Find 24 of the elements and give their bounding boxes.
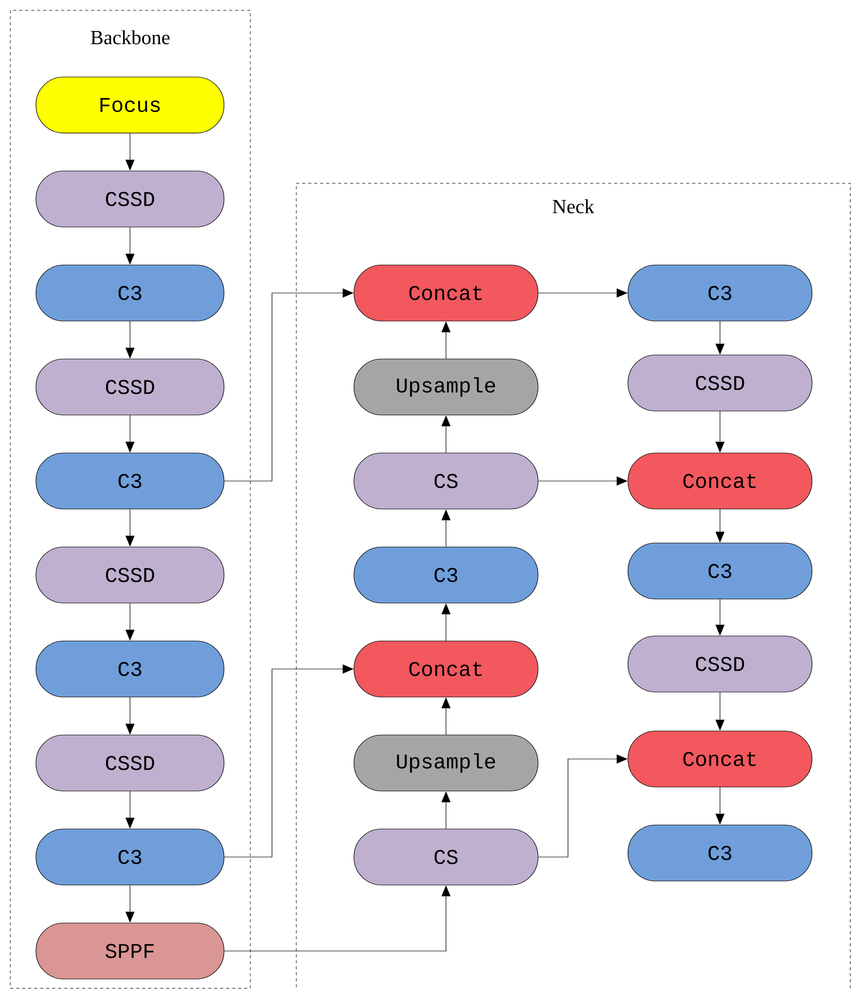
process-box: SPPF [36, 922, 224, 980]
process-box: Focus [36, 76, 224, 134]
process-box: C3 [628, 264, 812, 322]
process-box: CSSD [36, 358, 224, 416]
process-box: CSSD [628, 636, 812, 692]
process-box: CSSD [628, 354, 812, 412]
process-box: C3 [354, 546, 538, 604]
process-box: CSSD [36, 170, 224, 228]
process-box: Upsample [354, 358, 538, 416]
process-box: Concat [354, 264, 538, 322]
process-box: C3 [36, 640, 224, 698]
process-box: C3 [628, 824, 812, 882]
process-box: CS [354, 828, 538, 886]
process-box: C3 [36, 264, 224, 322]
process-box: CS [354, 452, 538, 510]
process-box: C3 [628, 542, 812, 600]
process-box: Upsample [354, 734, 538, 792]
process-box: Concat [354, 640, 538, 698]
process-box: C3 [36, 452, 224, 510]
process-box: CSSD [36, 546, 224, 604]
process-box: CSSD [36, 734, 224, 792]
process-box: C3 [36, 828, 224, 886]
process-box: Concat [628, 730, 812, 788]
process-box: Concat [628, 452, 812, 510]
